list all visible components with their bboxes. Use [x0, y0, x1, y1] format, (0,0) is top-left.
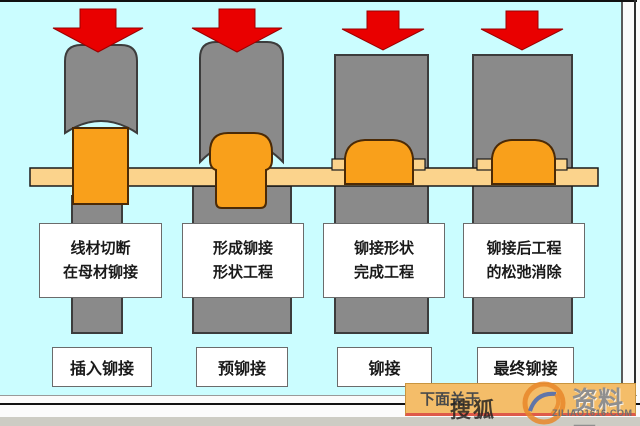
ziliao-url-watermark: ZILIAO1616·COM	[552, 408, 633, 418]
window-right-border	[634, 0, 636, 414]
stage2-desc-line2: 形状工程	[212, 263, 273, 281]
stage3-rivet-head-shape	[344, 139, 414, 185]
stage4-label-box: 最终铆接	[477, 347, 574, 387]
bottom-banner: 下面关于	[405, 383, 636, 416]
stage1-description-box: 线材切断 在母材铆接	[39, 223, 162, 298]
stage3-description-box: 铆接形状 完成工程	[323, 223, 445, 298]
stage1-label-box: 插入铆接	[52, 347, 152, 387]
ziliao-watermark: 资料网	[572, 387, 625, 426]
stage1-label: 插入铆接	[69, 361, 134, 378]
stage1-desc-line2: 在母材铆接	[62, 263, 138, 281]
stage4-down-arrow-icon	[480, 10, 564, 51]
slide-right-border	[621, 2, 623, 395]
slide-top-border	[0, 0, 637, 2]
stage4-description-box: 铆接后工程 的松弛消除	[463, 223, 585, 298]
stage2-down-arrow-icon	[191, 8, 283, 53]
stage2-label: 预铆接	[217, 361, 266, 378]
stage1-upper-punch-shape	[64, 44, 138, 135]
window-bottom-border	[0, 403, 640, 405]
slide-bottom-border	[0, 395, 637, 396]
stage3-desc-line2: 完成工程	[353, 263, 414, 281]
stage4-desc-line1: 铆接后工程	[486, 240, 562, 258]
stage4-plate-collar-left	[476, 158, 493, 171]
stage1-desc-line1: 线材切断	[70, 240, 131, 258]
stage2-label-box: 预铆接	[196, 347, 288, 387]
sohu-watermark: 搜狐	[450, 399, 496, 422]
window-bottom-bar	[0, 417, 640, 426]
stage2-rivet-shape	[209, 132, 273, 209]
stage4-rivet-head-shape	[491, 139, 556, 185]
stage3-down-arrow-icon	[341, 10, 425, 51]
stage3-desc-line1: 铆接形状	[353, 240, 414, 258]
stage4-label: 最终铆接	[493, 361, 558, 378]
stage1-rivet-shape	[72, 127, 129, 205]
stage3-label-box: 铆接	[337, 347, 432, 387]
ziliao-logo-icon	[522, 381, 566, 425]
stage3-label: 铆接	[368, 361, 401, 378]
stage4-desc-line2: 的松弛消除	[486, 263, 562, 281]
stage2-desc-line1: 形成铆接	[212, 240, 273, 258]
base-plate-shape	[29, 167, 599, 187]
bottom-banner-text: 下面关于	[420, 391, 481, 408]
stage1-down-arrow-icon	[52, 8, 144, 53]
stage2-description-box: 形成铆接 形状工程	[182, 223, 304, 298]
